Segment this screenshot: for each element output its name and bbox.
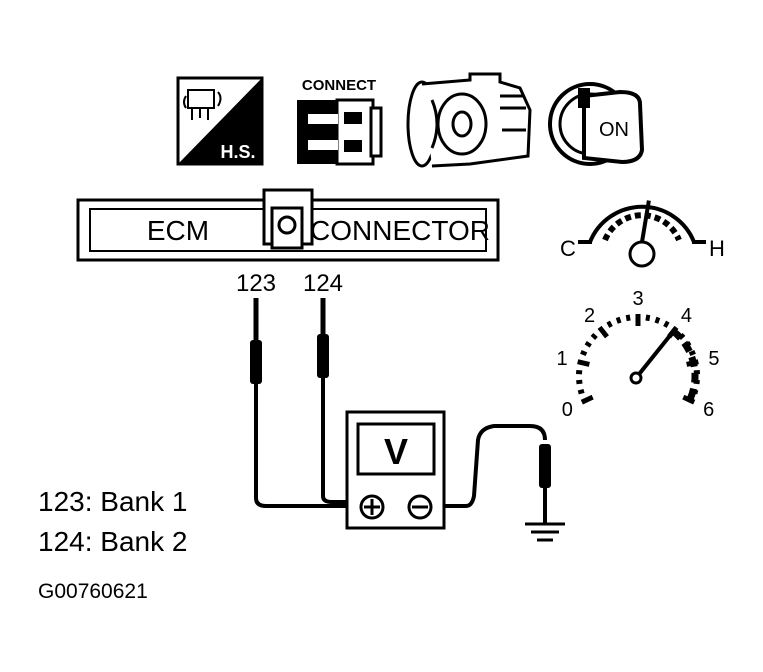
ecm-connector: ECM CONNECTOR xyxy=(76,188,500,262)
ignition-on-icon: ON xyxy=(548,82,645,166)
tach-label-0: 0 xyxy=(562,399,573,421)
temp-hot-label: H xyxy=(709,236,725,261)
plus-terminal-icon xyxy=(359,494,385,520)
pin-123-label: 123 xyxy=(236,270,276,297)
tach-major-tick xyxy=(577,359,590,367)
tach-major-tick xyxy=(682,394,696,405)
hs-label: H.S. xyxy=(220,142,255,162)
figure-id: G00760621 xyxy=(38,580,148,603)
connector-label: CONNECTOR xyxy=(310,215,490,246)
tach-major-tick xyxy=(580,394,594,405)
ignition-on-label: ON xyxy=(599,119,629,141)
tach-minor-tick xyxy=(663,320,670,328)
legend-bank-2: 124: Bank 2 xyxy=(38,526,187,557)
ecm-label: ECM xyxy=(147,215,209,246)
probe-leads xyxy=(250,298,551,524)
connect-icon: CONNECT xyxy=(297,77,383,166)
tach-minor-tick xyxy=(615,316,622,324)
tachometer: 0 12 3 45 6 xyxy=(557,288,720,421)
tach-label-4: 4 xyxy=(681,305,692,327)
tachometer-scale xyxy=(576,314,700,405)
tach-minor-tick xyxy=(606,320,613,328)
tach-minor-tick xyxy=(590,332,598,340)
ground-icon xyxy=(525,522,565,542)
tach-label-2: 2 xyxy=(584,305,595,327)
tach-minor-tick xyxy=(645,314,651,322)
tach-minor-tick xyxy=(577,388,585,395)
pin-124-label: 124 xyxy=(303,270,343,297)
legend-bank-1: 123: Bank 1 xyxy=(38,486,187,517)
voltmeter: V xyxy=(345,410,446,530)
tach-minor-tick xyxy=(576,379,583,385)
tachometer-needle xyxy=(634,333,672,380)
tach-label-3: 3 xyxy=(632,288,643,310)
tach-label-5: 5 xyxy=(708,348,719,370)
temp-cold-label: C xyxy=(560,236,576,261)
tach-label-1: 1 xyxy=(557,348,568,370)
hot-soak-icon: H.S. xyxy=(176,76,264,166)
tach-minor-tick xyxy=(654,316,661,324)
tach-redline-band xyxy=(671,328,699,402)
voltmeter-symbol: V xyxy=(384,431,408,472)
connect-label: CONNECT xyxy=(302,77,376,94)
temperature-gauge: C H xyxy=(560,200,725,268)
tach-minor-tick xyxy=(688,350,696,357)
engine-icon xyxy=(406,72,532,168)
minus-terminal-icon xyxy=(407,494,433,520)
tach-minor-tick xyxy=(625,314,631,322)
tach-label-6: 6 xyxy=(703,399,714,421)
tach-minor-tick xyxy=(580,350,588,357)
tachometer-labels: 0 12 3 45 6 xyxy=(557,288,720,421)
tach-minor-tick xyxy=(584,341,592,348)
tach-major-tick xyxy=(597,325,609,339)
